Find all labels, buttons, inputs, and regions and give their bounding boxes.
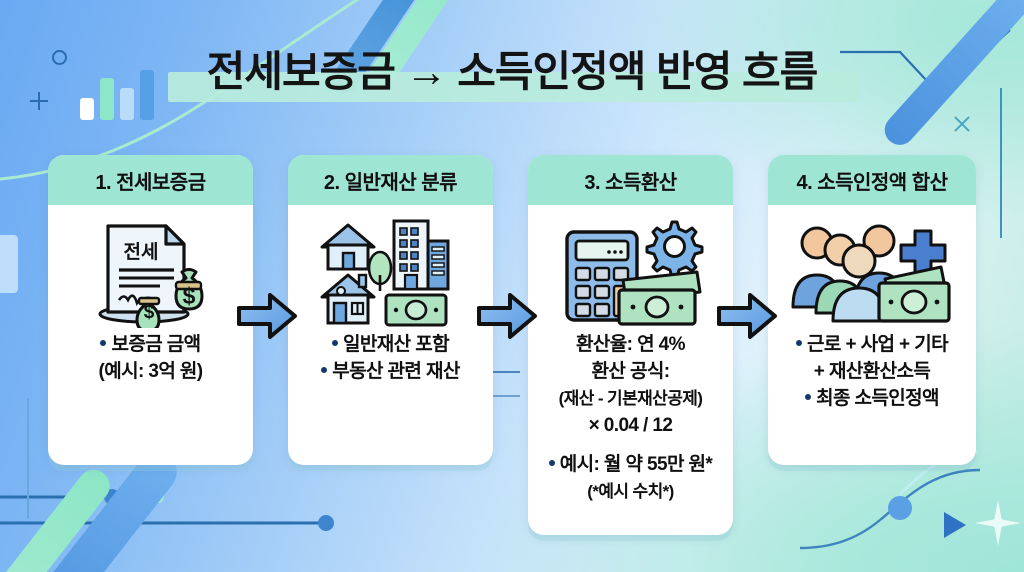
step-card-2-line-0: 일반재산 포함 <box>321 331 460 358</box>
step-card-2-text: 일반재산 포함 부동산 관련 재산 <box>313 331 468 385</box>
step-card-3-line-1: 환산 공식: <box>591 361 671 382</box>
step-card-3-title: 3. 소득환산 <box>584 171 677 194</box>
step-card-4-title: 4. 소득인정액 합산 <box>796 171 948 194</box>
decor-triangle-icon <box>944 512 966 538</box>
step-card-3-body: 환산율: 연 4% 환산 공식: (재산 - 기본재산공제) × 0.04 / … <box>528 205 733 505</box>
step-card-3-line-4-text: 예시: 월 약 55만 원* <box>559 454 713 475</box>
decor-circle-outline-icon <box>52 50 67 65</box>
step-card-1-line-1: (예시: 3억 원) <box>98 361 203 382</box>
page-title-wrap: 전세보증금 → 소득인정액 반영 흐름 <box>0 44 1024 100</box>
decor-x-icon <box>952 114 972 134</box>
step-card-3-header: 3. 소득환산 <box>528 155 733 205</box>
step-card-4-line-2: 최종 소득인정액 <box>796 385 948 412</box>
lease-document-and-money-bags-icon: 전세 $ $ <box>86 205 216 331</box>
page-title: 전세보증금 → 소득인정액 반영 흐름 <box>206 48 819 95</box>
step-card-2-title: 2. 일반재산 분류 <box>323 171 458 194</box>
decor-chart-bar-2 <box>100 78 114 120</box>
step-card-4-line-1: + 재산환산소득 <box>813 361 931 382</box>
houses-building-and-cash-icon <box>316 205 466 331</box>
step-card-3: 3. 소득환산 <box>528 155 733 535</box>
document-label: 전세 <box>123 241 158 263</box>
step-card-4-body: 근로 + 사업 + 기타 + 재산환산소득 최종 소득인정액 <box>768 205 976 412</box>
step-card-1-header: 1. 전세보증금 <box>48 155 253 205</box>
calculator-gear-and-cash-icon <box>557 205 705 331</box>
step-card-2-line-0-text: 일반재산 포함 <box>343 334 450 355</box>
decor-chart-bar-1 <box>80 98 94 120</box>
step-card-2-body: 일반재산 포함 부동산 관련 재산 <box>288 205 493 385</box>
step-card-3-line-2: (재산 - 기본재산공제) <box>558 389 703 408</box>
svg-text:$: $ <box>143 302 154 323</box>
step-card-4-line-2-text: 최종 소득인정액 <box>816 388 939 409</box>
step-card-4-line-0: 근로 + 사업 + 기타 <box>796 331 949 358</box>
arrow-step-1-to-2 <box>236 290 298 342</box>
step-card-3-line-5: (*예시 수치*) <box>587 482 674 501</box>
arrow-step-2-to-3 <box>476 290 538 342</box>
people-plus-and-cash-icon <box>791 205 953 331</box>
step-card-1: 1. 전세보증금 전세 $ <box>48 155 253 465</box>
title-highlight <box>168 72 860 102</box>
step-card-2: 2. 일반재산 분류 <box>288 155 493 465</box>
step-card-3-line-4: 예시: 월 약 55만 원* <box>548 451 713 478</box>
step-card-1-line-0-text: 보증금 금액 <box>111 334 201 355</box>
step-card-1-text: 보증금 금액 (예시: 3억 원) <box>90 331 210 385</box>
step-card-3-line-3: × 0.04 / 12 <box>588 415 673 436</box>
step-card-4-text: 근로 + 사업 + 기타 + 재산환산소득 최종 소득인정액 <box>788 331 956 412</box>
decor-chart-bar-3 <box>120 88 134 120</box>
step-card-4-line-0-text: 근로 + 사업 + 기타 <box>807 334 949 355</box>
step-card-2-line-1-text: 부동산 관련 재산 <box>332 361 460 382</box>
decor-vertical-line-left <box>27 398 29 518</box>
decor-chart-bar-4 <box>140 70 154 120</box>
step-card-1-title: 1. 전세보증금 <box>95 171 206 194</box>
step-card-4: 4. 소득인정액 합산 <box>768 155 976 465</box>
step-card-2-header: 2. 일반재산 분류 <box>288 155 493 205</box>
decor-vertical-line-right <box>1000 88 1002 238</box>
step-card-3-text: 환산율: 연 4% 환산 공식: (재산 - 기본재산공제) × 0.04 / … <box>541 331 720 505</box>
step-card-2-line-1: 부동산 관련 재산 <box>321 358 460 385</box>
step-card-3-line-0: 환산율: 연 4% <box>576 334 685 355</box>
step-card-1-line-0: 보증금 금액 <box>98 331 202 358</box>
step-card-1-body: 전세 $ $ <box>48 205 253 385</box>
decor-plus-icon <box>30 92 48 110</box>
svg-text:$: $ <box>182 283 195 309</box>
step-card-4-header: 4. 소득인정액 합산 <box>768 155 976 205</box>
arrow-step-3-to-4 <box>716 290 778 342</box>
